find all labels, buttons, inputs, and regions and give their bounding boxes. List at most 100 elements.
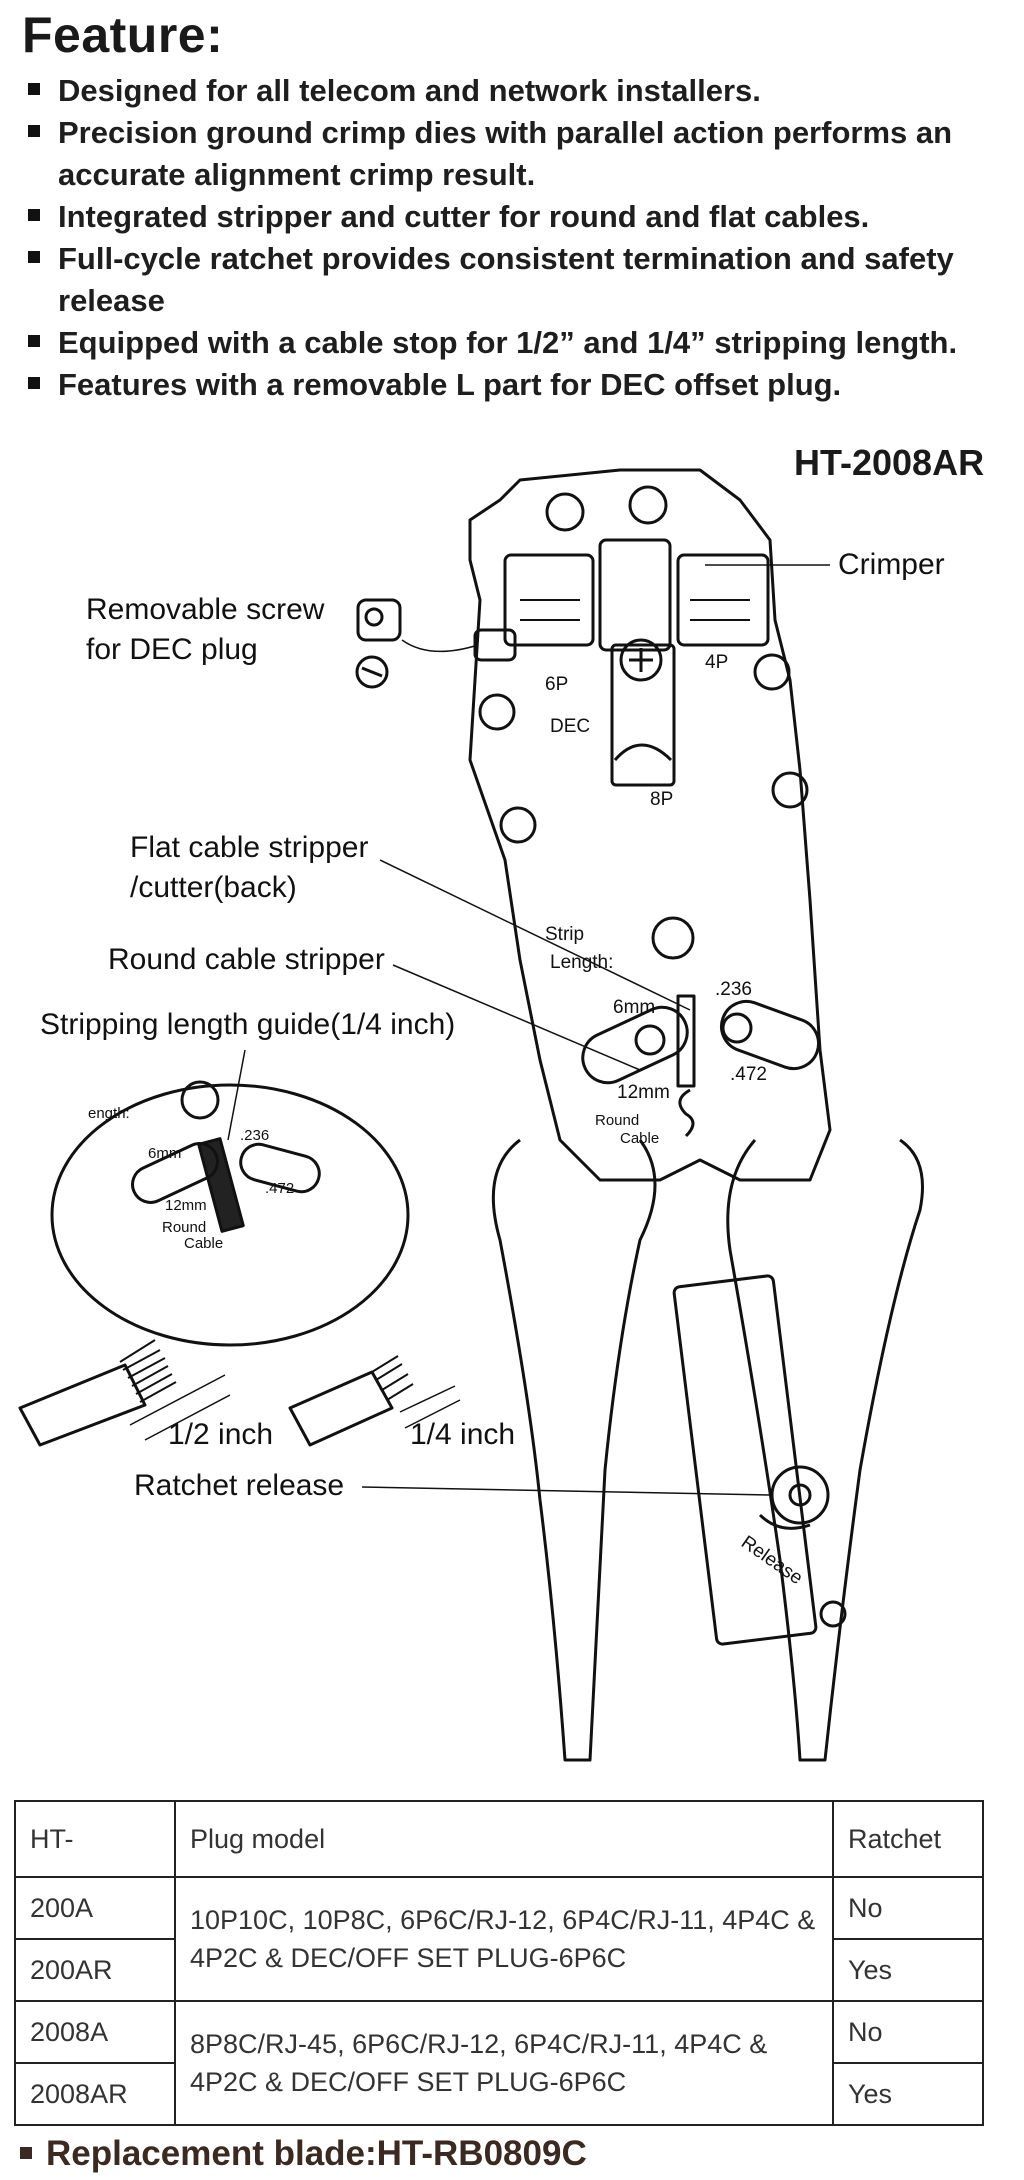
rivet [651, 916, 695, 960]
left-handle [491, 1138, 657, 1762]
label-dec: DEC [550, 716, 590, 737]
spec-table: HT- Plug model Ratchet 200A 10P10C, 10P8… [14, 1800, 984, 2126]
feature-item: Features with a removable L part for DEC… [24, 364, 1024, 406]
zoom-label-length: ength: [88, 1105, 130, 1122]
label-12mm: 12mm [617, 1082, 670, 1103]
label-472: .472 [730, 1064, 767, 1085]
header-ht: HT- [14, 1800, 176, 1878]
tool-head-outline [468, 468, 832, 1182]
bullet-icon [28, 335, 40, 347]
label-cable: Cable [620, 1130, 659, 1147]
zoom-label-472: .472 [265, 1180, 294, 1197]
stripper-slot-left [581, 1005, 689, 1085]
top-hole-right [628, 485, 668, 525]
table-row: 200A 10P10C, 10P8C, 6P6C/RJ-12, 6P4C/RJ-… [14, 1876, 984, 2002]
feature-text: Full-cycle ratchet provides consistent t… [58, 241, 954, 318]
model-cell: 2008AR [14, 2062, 176, 2126]
ratchet-cell: Yes [832, 2062, 984, 2126]
zoom-label-6mm: 6mm [148, 1145, 181, 1162]
label-8p: 8P [650, 789, 673, 810]
label-4p: 4P [705, 652, 728, 673]
rivet [478, 693, 516, 731]
model-cell: 200AR [14, 1938, 176, 2002]
feature-item: Precision ground crimp dies with paralle… [24, 112, 1024, 196]
bullet-icon [28, 83, 40, 95]
zoom-label-round: Round [162, 1219, 206, 1236]
center-screw-icon [619, 638, 663, 682]
rivet [753, 653, 791, 691]
zoom-circle [50, 1083, 410, 1347]
replacement-text: Replacement blade:HT-RB0809C [46, 2134, 587, 2173]
callout-line [379, 859, 691, 1011]
ratchet-cell: No [832, 1876, 984, 1940]
plug-model-cell: 8P8C/RJ-45, 6P6C/RJ-12, 6P4C/RJ-11, 4P4C… [174, 2000, 834, 2126]
feature-text: Equipped with a cable stop for 1/2” and … [58, 325, 958, 360]
stripper-slot-right [720, 999, 820, 1071]
label-strip: Strip [545, 924, 584, 945]
die-center [598, 538, 672, 652]
ratchet-cell: Yes [832, 1938, 984, 2002]
callout-ratchet-release: Ratchet release [134, 1469, 345, 1502]
callout-line [361, 1486, 771, 1496]
model-cell: 200A [14, 1876, 176, 1940]
callout-removable-screw: Removable screw for DEC plug [86, 593, 325, 666]
callout-half-inch: 1/2 inch [168, 1418, 274, 1451]
feature-text: Features with a removable L part for DEC… [58, 367, 842, 402]
feature-text: Designed for all telecom and network ins… [58, 73, 761, 108]
header-plug-model: Plug model [174, 1800, 834, 1878]
bullet-icon [20, 2147, 32, 2159]
stripped-cable-left [18, 1363, 147, 1447]
right-handle [726, 1138, 924, 1762]
removable-screw-icon [356, 598, 402, 642]
bullet-icon [28, 209, 40, 221]
feature-item: Equipped with a cable stop for 1/2” and … [24, 322, 1024, 364]
label-length: Length: [550, 952, 613, 973]
bullet-icon [28, 125, 40, 137]
model-title: HT-2008AR [794, 442, 985, 483]
label-6p: 6P [545, 674, 568, 695]
ratchet-plate [672, 1274, 818, 1646]
crimp-tool-illustration: 6P DEC 4P 8P Strip Length: 6mm .236 12mm… [18, 468, 924, 1762]
zoom-label-cable: Cable [184, 1235, 223, 1252]
header-ratchet: Ratchet [832, 1800, 984, 1878]
feature-item: Full-cycle ratchet provides consistent t… [24, 238, 1024, 322]
replacement-blade: Replacement blade:HT-RB0809C [14, 2134, 587, 2174]
zoom-label-12mm: 12mm [165, 1197, 207, 1214]
callout-quarter-inch: 1/4 inch [410, 1418, 516, 1451]
feature-heading: Feature: [22, 7, 224, 63]
ratchet-release-knob-icon [770, 1465, 830, 1525]
table-row: 2008A 8P8C/RJ-45, 6P6C/RJ-12, 6P4C/RJ-11… [14, 2000, 984, 2126]
stripped-cable-right [288, 1370, 394, 1447]
rivet [499, 806, 537, 844]
top-hole-left [545, 492, 585, 532]
callout-stripping-length-guide: Stripping length guide(1/4 inch) [40, 1008, 456, 1041]
release-arrow-icon [758, 1513, 811, 1530]
callout-round-cable-stripper: Round cable stripper [108, 943, 385, 976]
callout-line [227, 1049, 246, 1141]
feature-text: Integrated stripper and cutter for round… [58, 199, 870, 234]
feature-item: Designed for all telecom and network ins… [24, 70, 1024, 112]
feature-text: Precision ground crimp dies with paralle… [58, 115, 953, 192]
label-release: Release [737, 1532, 806, 1589]
label-236: .236 [715, 979, 752, 1000]
die-left [503, 553, 595, 647]
model-cell: 2008A [14, 2000, 176, 2064]
label-6mm: 6mm [613, 997, 655, 1018]
center-plate [610, 643, 676, 787]
table-header-row: HT- Plug model Ratchet [14, 1800, 984, 1878]
die-right [676, 553, 770, 647]
callout-line [392, 964, 641, 1071]
callout-crimper: Crimper [838, 548, 945, 581]
rivet [771, 771, 809, 809]
callout-line [401, 639, 479, 653]
bullet-icon [28, 377, 40, 389]
strip-blade [676, 994, 696, 1088]
zoom-label-236: .236 [240, 1127, 269, 1144]
feature-list: Designed for all telecom and network ins… [24, 70, 1024, 406]
table-row: 2008AR Yes [14, 2062, 984, 2126]
table-row: 200AR Yes [14, 1938, 984, 2002]
callout-flat-cable-stripper: Flat cable stripper /cutter(back) [130, 831, 369, 904]
8p-die [613, 743, 673, 762]
label-round: Round [595, 1112, 639, 1129]
plug-model-cell: 10P10C, 10P8C, 6P6C/RJ-12, 6P4C/RJ-11, 4… [174, 1876, 834, 2002]
